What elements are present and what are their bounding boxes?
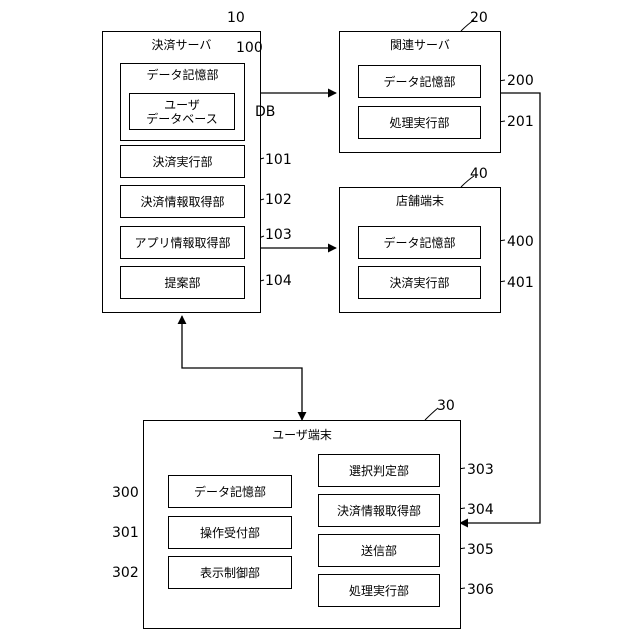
ref-40: 40 bbox=[470, 166, 488, 182]
user-data-storage-box: データ記憶部 bbox=[168, 475, 292, 508]
ref-305: 305 bbox=[467, 542, 494, 558]
user-process-exec-label: 処理実行部 bbox=[349, 584, 409, 598]
display-control-label: 表示制御部 bbox=[200, 566, 260, 580]
user-database-line2: データベース bbox=[146, 112, 217, 126]
ref-303: 303 bbox=[467, 462, 494, 478]
user-process-exec-box: 処理実行部 bbox=[318, 574, 440, 607]
ref-200: 200 bbox=[507, 73, 534, 89]
related-process-exec-label: 処理実行部 bbox=[389, 116, 449, 130]
ref-104: 104 bbox=[265, 273, 292, 289]
settlement-exec-box: 決済実行部 bbox=[120, 145, 245, 178]
user-settlement-info-label: 決済情報取得部 bbox=[337, 504, 421, 518]
ref-201: 201 bbox=[507, 114, 534, 130]
ref-304: 304 bbox=[467, 502, 494, 518]
app-info-label: アプリ情報取得部 bbox=[134, 236, 230, 250]
store-data-storage-box: データ記憶部 bbox=[358, 226, 481, 259]
ref-401: 401 bbox=[507, 275, 534, 291]
user-terminal-title: ユーザ端末 bbox=[144, 428, 460, 442]
ref-100: 100 bbox=[236, 40, 263, 56]
user-database-line1: ユーザ bbox=[164, 98, 200, 112]
store-terminal-title: 店舗端末 bbox=[340, 194, 500, 208]
settlement-info-label: 決済情報取得部 bbox=[140, 195, 224, 209]
store-settlement-exec-box: 決済実行部 bbox=[358, 266, 481, 299]
ref-20: 20 bbox=[470, 10, 488, 26]
db-tag: DB bbox=[255, 104, 275, 120]
selection-judge-label: 選択判定部 bbox=[349, 464, 409, 478]
ref-400: 400 bbox=[507, 234, 534, 250]
transmit-label: 送信部 bbox=[361, 544, 397, 558]
ref-10: 10 bbox=[227, 10, 245, 26]
transmit-box: 送信部 bbox=[318, 534, 440, 567]
ref-306: 306 bbox=[467, 582, 494, 598]
proposal-box: 提案部 bbox=[120, 266, 245, 299]
ref-102: 102 bbox=[265, 192, 292, 208]
settlement-info-box: 決済情報取得部 bbox=[120, 185, 245, 218]
settlement-data-storage-label: データ記憶部 bbox=[146, 68, 218, 82]
proposal-label: 提案部 bbox=[164, 276, 200, 290]
arrow-settlement-user bbox=[182, 316, 302, 420]
user-data-storage-label: データ記憶部 bbox=[194, 485, 266, 499]
ref-30: 30 bbox=[437, 398, 455, 414]
user-settlement-info-box: 決済情報取得部 bbox=[318, 494, 440, 527]
ref-101: 101 bbox=[265, 152, 292, 168]
selection-judge-box: 選択判定部 bbox=[318, 454, 440, 487]
operation-accept-box: 操作受付部 bbox=[168, 516, 292, 549]
ref-103: 103 bbox=[265, 227, 292, 243]
display-control-box: 表示制御部 bbox=[168, 556, 292, 589]
user-database-box: ユーザ データベース bbox=[129, 93, 235, 130]
store-data-storage-label: データ記憶部 bbox=[383, 236, 455, 250]
related-server-title: 関連サーバ bbox=[340, 38, 500, 52]
operation-accept-label: 操作受付部 bbox=[200, 526, 260, 540]
app-info-box: アプリ情報取得部 bbox=[120, 226, 245, 259]
related-data-storage-box: データ記憶部 bbox=[358, 65, 481, 98]
ref-302: 302 bbox=[112, 565, 139, 581]
related-data-storage-label: データ記憶部 bbox=[383, 75, 455, 89]
ref-301: 301 bbox=[112, 525, 139, 541]
settlement-exec-label: 決済実行部 bbox=[152, 155, 212, 169]
related-process-exec-box: 処理実行部 bbox=[358, 106, 481, 139]
ref-300: 300 bbox=[112, 485, 139, 501]
store-settlement-exec-label: 決済実行部 bbox=[389, 276, 449, 290]
